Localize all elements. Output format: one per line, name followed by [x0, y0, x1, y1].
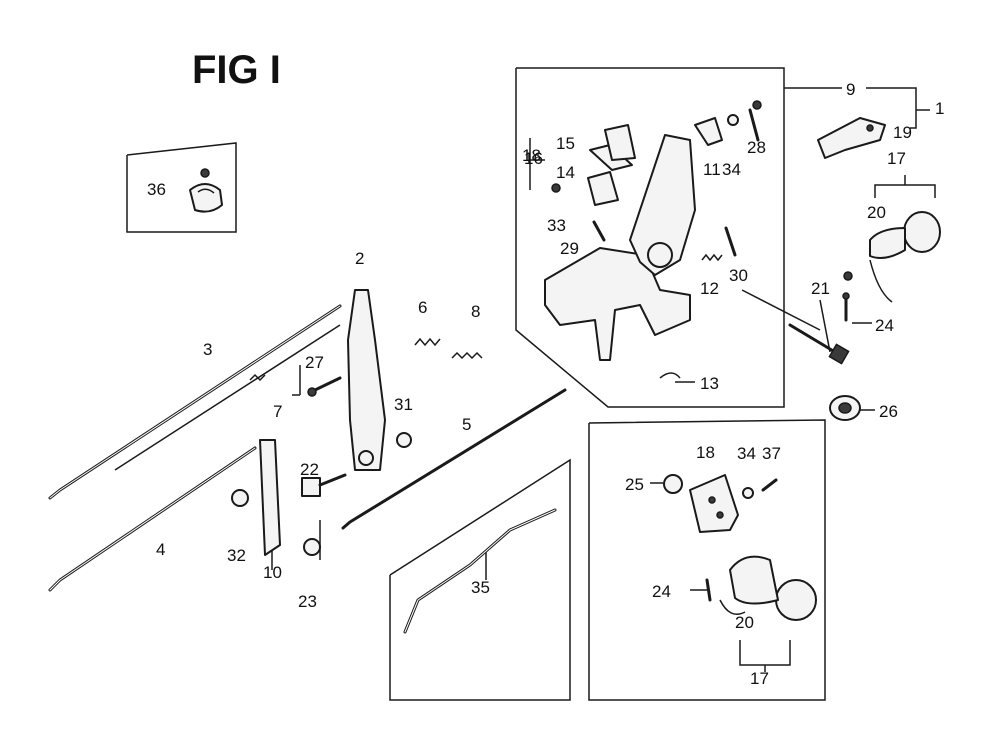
clamp-36: [189, 168, 223, 213]
callout-29: 29: [560, 239, 579, 258]
callout-32: 32: [227, 546, 246, 565]
bolt-21: [788, 323, 850, 365]
callout-2: 2: [355, 249, 364, 268]
callout-18-upper: 18: [522, 146, 541, 165]
callout-24-upper: 24: [875, 316, 894, 335]
throttle-rod-3: [48, 304, 342, 500]
spring-12: [701, 253, 723, 262]
callout-23: 23: [298, 592, 317, 611]
clip-13: [659, 372, 681, 379]
spring-6: [414, 337, 441, 347]
control-assembly-box: [515, 67, 785, 408]
callout-34-lower: 34: [737, 444, 756, 463]
bolt-23: [303, 538, 321, 556]
callout-15: 15: [556, 134, 575, 153]
nut-26: [829, 395, 861, 421]
callout-30: 30: [729, 266, 748, 285]
callout-19: 19: [893, 123, 912, 142]
figure-title: FIG I: [192, 48, 281, 92]
switch-assembly-box: [588, 419, 826, 701]
switch-15: [589, 124, 636, 171]
callout-14: 14: [556, 163, 575, 182]
governor-rod-35: [403, 508, 557, 634]
callout-8: 8: [471, 302, 480, 321]
link-rod-5: [341, 388, 567, 530]
washer-34-upper: [727, 114, 739, 126]
callout-35: 35: [471, 578, 490, 597]
switch-bracket-18-lower: [689, 474, 739, 533]
callout-36: 36: [147, 180, 166, 199]
callout-6: 6: [418, 298, 427, 317]
callout-5: 5: [462, 415, 471, 434]
callout-26: 26: [879, 402, 898, 421]
callout-17-upper: 17: [887, 149, 906, 168]
callout-25: 25: [625, 475, 644, 494]
clamp-inset-box: [126, 142, 237, 233]
bolt-27: [307, 376, 342, 397]
governor-rod-box: [389, 458, 571, 701]
callout-12: 12: [700, 279, 719, 298]
bolt-22: [301, 473, 347, 497]
callout-37: 37: [762, 444, 781, 463]
callout-21: 21: [811, 279, 830, 298]
switch-14: [551, 171, 619, 206]
callout-1: 1: [935, 99, 944, 118]
callout-17-lower: 17: [750, 669, 769, 688]
governor-arm-2: [347, 289, 386, 471]
callout-7: 7: [273, 402, 282, 421]
callout-18-lower: 18: [696, 443, 715, 462]
callout-27: 27: [305, 353, 324, 372]
plate-19: [817, 117, 886, 159]
callout-31: 31: [394, 395, 413, 414]
bolt-30: [724, 226, 737, 257]
choke-lever-10: [259, 439, 281, 556]
callout-13: 13: [700, 374, 719, 393]
callout-20-lower: 20: [735, 613, 754, 632]
callout-24-lower: 24: [652, 582, 671, 601]
bolt-28: [748, 100, 762, 142]
screw-29: [592, 220, 606, 242]
spring-8: [451, 351, 483, 360]
washer-32: [231, 489, 249, 507]
washer-34-lower: [742, 487, 754, 499]
screw-37: [761, 478, 778, 492]
callout-34-upper: 34: [722, 160, 741, 179]
choke-rod-4: [48, 446, 257, 592]
switch-knob-20-upper: [843, 211, 941, 303]
screw-24-lower: [705, 578, 712, 602]
screw-24-upper: [842, 292, 850, 322]
callout-11: 11: [703, 160, 721, 179]
callout-10: 10: [263, 563, 282, 582]
callout-4: 4: [156, 540, 165, 559]
callout-20-upper: 20: [867, 203, 886, 222]
nut-25: [663, 474, 683, 494]
callout-9: 9: [846, 80, 855, 99]
nut-31: [396, 432, 412, 448]
switch-knob-20-lower: [719, 555, 817, 621]
callout-28: 28: [747, 138, 766, 157]
callout-22: 22: [300, 460, 319, 479]
callout-16: 16: [524, 149, 543, 168]
callout-labels: 1 2 3 4 5 6 7 8 9 10 11 12 13 14 15 16 1…: [147, 80, 944, 688]
control-bracket: [544, 117, 723, 361]
spring-rod-7: [114, 324, 341, 471]
callout-33: 33: [547, 216, 566, 235]
callout-3: 3: [203, 340, 212, 359]
